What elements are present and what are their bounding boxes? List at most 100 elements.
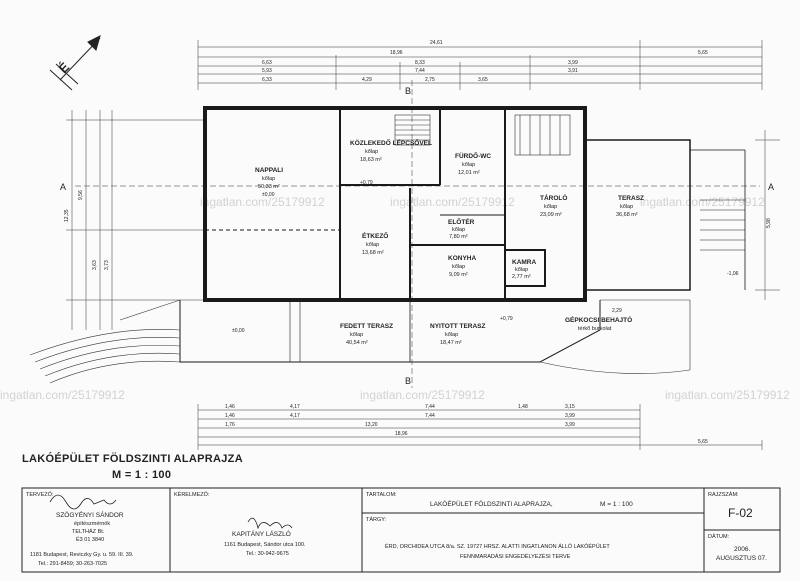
svg-text:FÜRDŐ-WC: FÜRDŐ-WC (455, 151, 491, 160)
dim-bottom: 3,99 (565, 422, 575, 428)
dim-bottom: 4,17 (290, 413, 300, 419)
svg-text:SZÖGYÉNYI SÁNDOR: SZÖGYÉNYI SÁNDOR (56, 510, 124, 519)
svg-text:1161 Budapest, Sándor utca 100: 1161 Budapest, Sándor utca 100. (224, 542, 306, 548)
svg-text:40,54 m²: 40,54 m² (346, 340, 368, 346)
watermark: ingatlan.com/25179912 (360, 388, 485, 402)
svg-text:ÉTKEZŐ: ÉTKEZŐ (362, 231, 388, 240)
svg-text:kőlap: kőlap (544, 204, 557, 210)
svg-text:18,47 m²: 18,47 m² (440, 340, 462, 346)
svg-text:KAMRA: KAMRA (512, 259, 536, 266)
svg-text:18,63 m²: 18,63 m² (360, 157, 382, 163)
dim-left: 3,63 (92, 260, 98, 270)
building-walls (203, 106, 587, 302)
svg-text:térkő burkolat: térkő burkolat (578, 326, 612, 332)
svg-text:2,77 m²: 2,77 m² (512, 274, 531, 280)
svg-text:GÉPKOCSI BEHAJTÓ: GÉPKOCSI BEHAJTÓ (565, 315, 632, 324)
dim-bottom: 1,46 (225, 404, 235, 410)
svg-text:23,09 m²: 23,09 m² (540, 212, 562, 218)
dim-right: 5,98 (766, 218, 772, 228)
svg-text:kőlap: kőlap (366, 242, 379, 248)
dim-bottom: 3,99 (565, 413, 575, 419)
right-dimension-lines (755, 130, 780, 300)
dim-overall: 24,61 (430, 40, 443, 46)
svg-text:ELŐTÉR: ELŐTÉR (448, 217, 475, 226)
dim-top: 3,91 (568, 68, 578, 74)
watermark: ingatlan.com/25179912 (640, 195, 765, 209)
svg-text:KAPITÁNY LÁSZLÓ: KAPITÁNY LÁSZLÓ (232, 529, 291, 538)
svg-text:LAKÓÉPÜLET FÖLDSZINTI ALAPRAJZ: LAKÓÉPÜLET FÖLDSZINTI ALAPRAJZA, (430, 499, 553, 508)
svg-text:Tel.: 291-8459; 30-263-7025: Tel.: 291-8459; 30-263-7025 (38, 561, 107, 567)
svg-text:FEDETT TERASZ: FEDETT TERASZ (340, 323, 393, 330)
north-arrow-icon (49, 35, 101, 91)
svg-text:7,80 m²: 7,80 m² (449, 234, 468, 240)
svg-text:TARTALOM:: TARTALOM: (366, 492, 397, 498)
room-label-nappali: NAPPALI kőlap 50,33 m² (255, 167, 283, 190)
svg-text:kőlap: kőlap (452, 264, 465, 270)
svg-text:kőlap: kőlap (350, 332, 363, 338)
room-label-eloter: ELŐTÉR kőlap 7,80 m² (448, 217, 475, 240)
room-label-kamra: KAMRA kőlap 2,77 m² (512, 259, 536, 280)
drawing-title: LAKÓÉPÜLET FÖLDSZINTI ALAPRAJZA (22, 452, 243, 465)
room-label-terasz: TERASZ kőlap 36,68 m² (616, 195, 644, 218)
room-label-furdo: FÜRDŐ-WC kőlap 12,01 m² (455, 151, 491, 176)
level-mark: 2,29 (612, 308, 622, 314)
room-label-nyitott-terasz: NYITOTT TERASZ kőlap 18,47 m² (430, 323, 486, 346)
applicant-signature-icon (247, 517, 293, 530)
dim-bottom: 7,44 (425, 413, 435, 419)
section-b-bottom: B (405, 376, 411, 386)
watermark: ingatlan.com/25179912 (665, 388, 790, 402)
level-mark: ±0,00 (232, 328, 245, 334)
title-block-frame (21, 487, 781, 573)
room-label-konyha: KONYHA kőlap 9,09 m² (448, 255, 476, 278)
dim-top: 5,65 (698, 50, 708, 56)
dim-top: 2,75 (425, 77, 435, 83)
level-mark: ±0,00 (262, 192, 275, 198)
outdoor-steps (29, 299, 181, 384)
room-label-fedett-terasz: FEDETT TERASZ kőlap 40,54 m² (340, 323, 393, 346)
dim-bottom: 1,76 (225, 422, 235, 428)
dim-top: 5,93 (262, 68, 272, 74)
svg-text:9,09 m²: 9,09 m² (449, 272, 468, 278)
svg-text:RAJZSZÁM:: RAJZSZÁM: (708, 491, 739, 498)
svg-text:FENNMARADÁSI ENGEDÉLYEZÉSI TER: FENNMARADÁSI ENGEDÉLYEZÉSI TERVE (460, 553, 571, 560)
svg-text:NAPPALI: NAPPALI (255, 167, 283, 174)
dim-bottom: 1,46 (225, 413, 235, 419)
right-terrace (584, 139, 746, 291)
bottom-dimension-lines (197, 404, 763, 450)
svg-text:TÁROLÓ: TÁROLÓ (540, 193, 567, 202)
svg-text:TELTHÁZ Bt.: TELTHÁZ Bt. (72, 528, 105, 535)
applicant-cell: KÉRELMEZŐ: KAPITÁNY LÁSZLÓ 1161 Budapest… (174, 491, 306, 557)
svg-text:DÁTUM:: DÁTUM: (708, 533, 730, 540)
section-a-left: A (60, 182, 66, 192)
svg-text:kőlap: kőlap (365, 149, 378, 155)
dim-bottom: 3,15 (565, 404, 575, 410)
svg-text:ÉRD, ORCHIDEA UTCA 8/a. SZ. 19: ÉRD, ORCHIDEA UTCA 8/a. SZ. 19727 HRSZ. … (385, 543, 610, 550)
svg-text:kőlap: kőlap (620, 204, 633, 210)
svg-text:kőlap: kőlap (262, 176, 275, 182)
dim-bottom: 1,48 (518, 404, 528, 410)
drawing-scale: M = 1 : 100 (112, 469, 171, 481)
level-mark: +0,79 (500, 316, 513, 322)
svg-text:TERASZ: TERASZ (618, 195, 644, 202)
svg-text:13,68 m²: 13,68 m² (362, 250, 384, 256)
designer-cell: TERVEZŐ: SZÖGYÉNYI SÁNDOR építészmérnök … (26, 491, 134, 567)
staircase (394, 114, 571, 156)
svg-text:50,33 m²: 50,33 m² (258, 184, 280, 190)
dim-top: 3,65 (478, 77, 488, 83)
dim-bottom: 13,20 (365, 422, 378, 428)
dim-top: 3,99 (568, 60, 578, 66)
dim-top: 6,33 (262, 77, 272, 83)
room-label-gepkocsi: GÉPKOCSI BEHAJTÓ térkő burkolat (565, 315, 632, 332)
svg-text:kőlap: kőlap (445, 332, 458, 338)
svg-text:kőlap: kőlap (452, 227, 465, 233)
svg-text:36,68 m²: 36,68 m² (616, 212, 638, 218)
room-label-kozlekedo: KÖZLEKEDŐ LÉPCSŐVEL kőlap 18,63 m² (350, 138, 432, 163)
dim-top: 6,63 (262, 60, 272, 66)
section-a-right: A (768, 182, 774, 192)
level-mark: +0,79 (360, 180, 373, 186)
svg-text:TERVEZŐ:: TERVEZŐ: (26, 491, 54, 498)
svg-text:AUGUSZTUS 07.: AUGUSZTUS 07. (716, 555, 767, 562)
room-label-tarolo: TÁROLÓ kőlap 23,09 m² (540, 193, 567, 218)
